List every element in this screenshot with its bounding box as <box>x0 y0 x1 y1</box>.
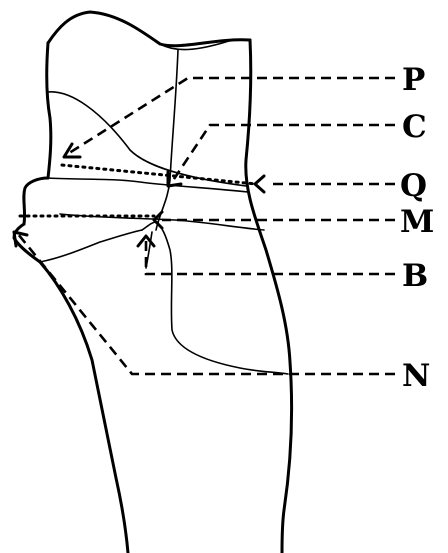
bone-top-edge <box>48 12 250 46</box>
bone-left-edge-upper <box>47 43 51 178</box>
bone-outline <box>14 12 292 553</box>
lower-left-line <box>40 230 142 262</box>
label-m: M <box>400 204 434 240</box>
pointer-dots-q <box>62 165 256 184</box>
pointer-line-c <box>172 125 395 182</box>
notch-line <box>142 222 288 374</box>
label-n: N <box>402 358 430 394</box>
label-c: C <box>402 109 427 145</box>
label-p: P <box>402 62 425 98</box>
vertical-split-upper <box>156 50 178 230</box>
pointer-line-n <box>18 234 395 374</box>
label-b: B <box>402 258 428 294</box>
pointer-line-p <box>66 78 395 155</box>
label-q: Q <box>400 168 427 204</box>
bone-right-edge <box>246 40 292 553</box>
labels: P C Q M B N <box>400 62 434 394</box>
arrowhead-q <box>255 176 264 192</box>
bone-left-tip <box>14 224 128 553</box>
pointer-lines <box>14 78 395 374</box>
